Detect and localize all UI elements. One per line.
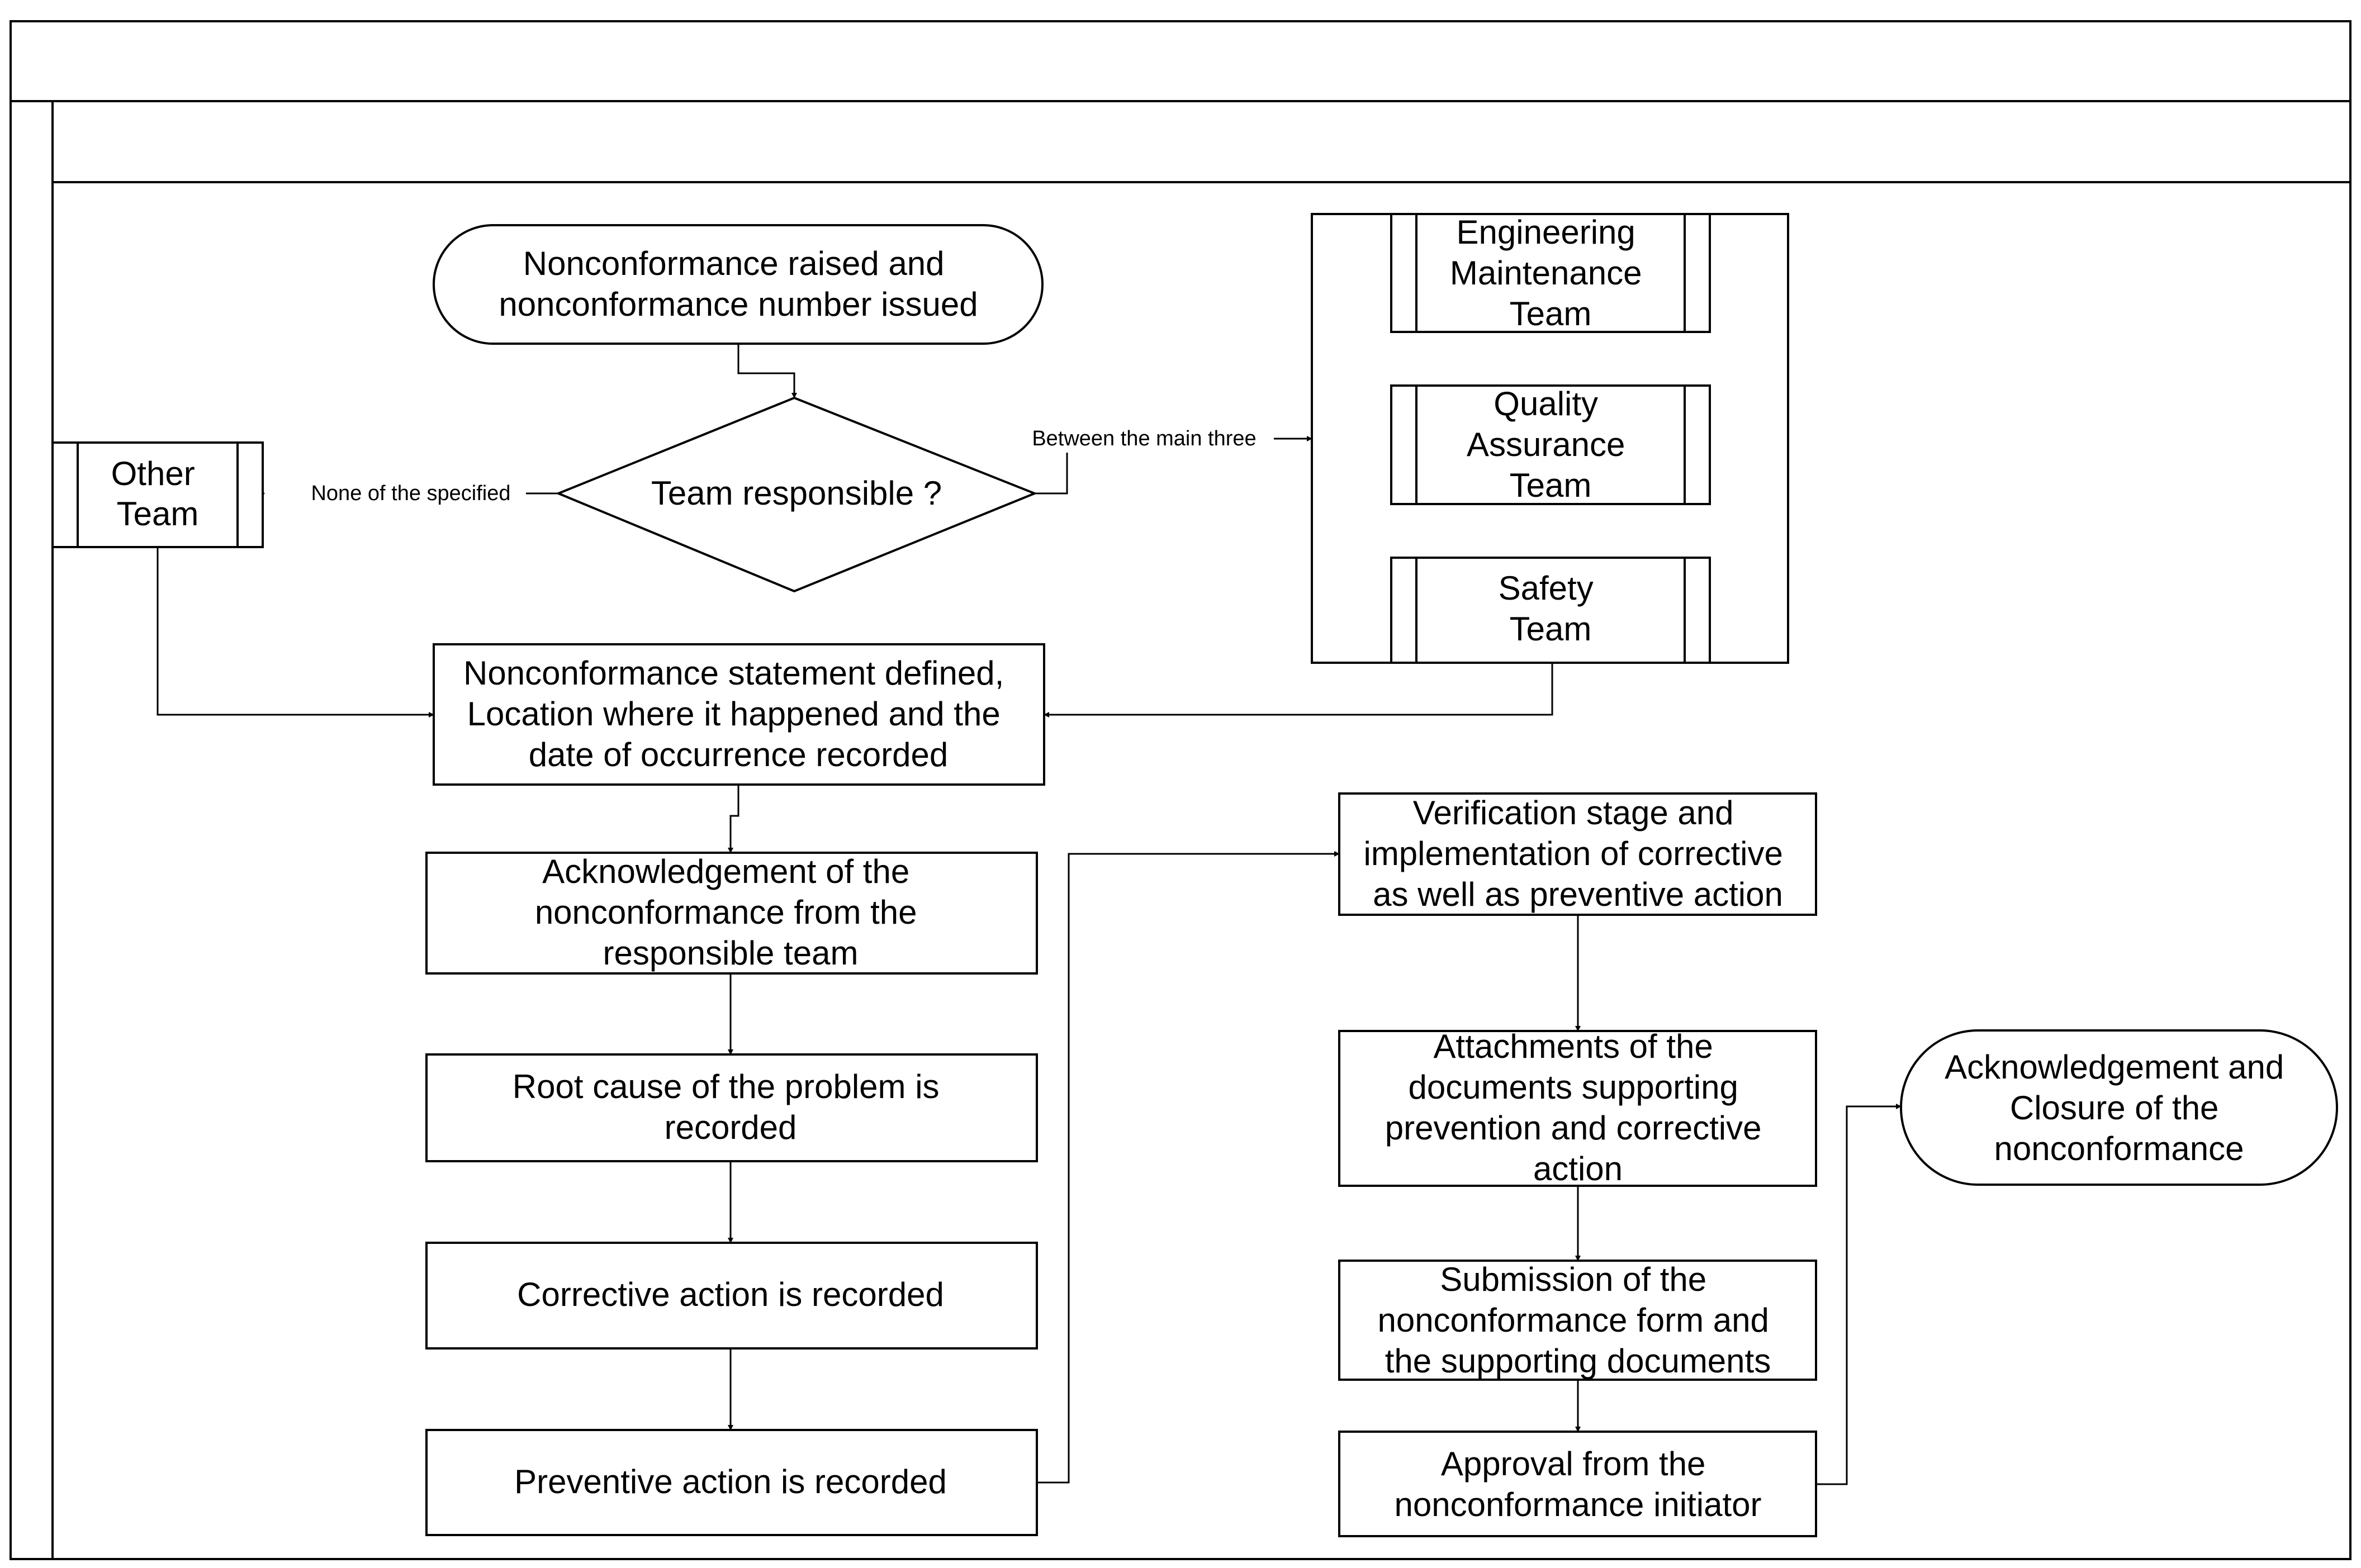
root-cause-label: Root cause of the problem is recorded xyxy=(513,1068,949,1146)
closure-terminator xyxy=(1900,1029,2338,1186)
statement-label: Nonconformance statement defined, Locati… xyxy=(463,654,1013,773)
closure-label: Acknowledgement and Closure of the nonco… xyxy=(1945,1048,2293,1167)
edge-label-none-specified: None of the specified xyxy=(311,482,510,505)
decision-label: Team responsible ? xyxy=(651,474,942,512)
submission-label: Submission of the nonconformance form an… xyxy=(1377,1261,1778,1380)
edge-approval-to-closure xyxy=(1817,1104,1902,1485)
approval-box xyxy=(1338,1431,1817,1537)
corrective-action-box xyxy=(425,1242,1038,1350)
attachments-box xyxy=(1338,1030,1817,1187)
start-label: Nonconformance raised and nonconformance… xyxy=(499,245,978,323)
attachments-label: Attachments of the documents supporting … xyxy=(1385,1028,1771,1187)
acknowledgement-label: Acknowledgement of the nonconformance fr… xyxy=(535,853,926,972)
start-terminator xyxy=(433,224,1044,345)
verification-box xyxy=(1338,792,1817,916)
root-cause-box xyxy=(425,1053,1038,1162)
verification-label: Verification stage and implementation of… xyxy=(1364,794,1793,913)
node-labels: Nonconformance raised and nonconformance… xyxy=(111,213,2293,1523)
edge-statement-to-acknowledgement xyxy=(728,785,739,853)
preventive-label: Preventive action is recorded xyxy=(514,1463,947,1500)
safety-team-label: Safety Team xyxy=(1499,569,1603,648)
safety-team-node xyxy=(1390,557,1711,664)
quality-team-label: Quality Assurance Team xyxy=(1467,385,1634,504)
statement-box xyxy=(433,643,1045,786)
other-team-node xyxy=(51,441,264,548)
edge-start-to-decision xyxy=(737,344,797,398)
engineering-team-label: Engineering Maintenance Team xyxy=(1450,213,1651,332)
connectors xyxy=(157,344,1902,1485)
engineering-maintenance-team-node xyxy=(1390,213,1711,333)
team-decision-diamond xyxy=(555,396,1038,593)
submission-box xyxy=(1338,1260,1817,1381)
edge-preventive-to-verification xyxy=(1037,851,1340,1484)
swimlane-frame xyxy=(10,20,2351,1560)
edge-other-team-to-statement xyxy=(157,547,434,718)
quality-assurance-team-node xyxy=(1390,384,1711,505)
other-team-label: Other Team xyxy=(111,455,205,533)
acknowledgement-box xyxy=(425,852,1038,975)
edge-label-main-three: Between the main three xyxy=(1032,427,1256,450)
corrective-label: Corrective action is recorded xyxy=(517,1276,944,1313)
approval-label: Approval from the nonconformance initiat… xyxy=(1394,1445,1761,1523)
preventive-action-box xyxy=(425,1429,1038,1536)
edge-safety-team-to-statement xyxy=(1044,663,1553,718)
